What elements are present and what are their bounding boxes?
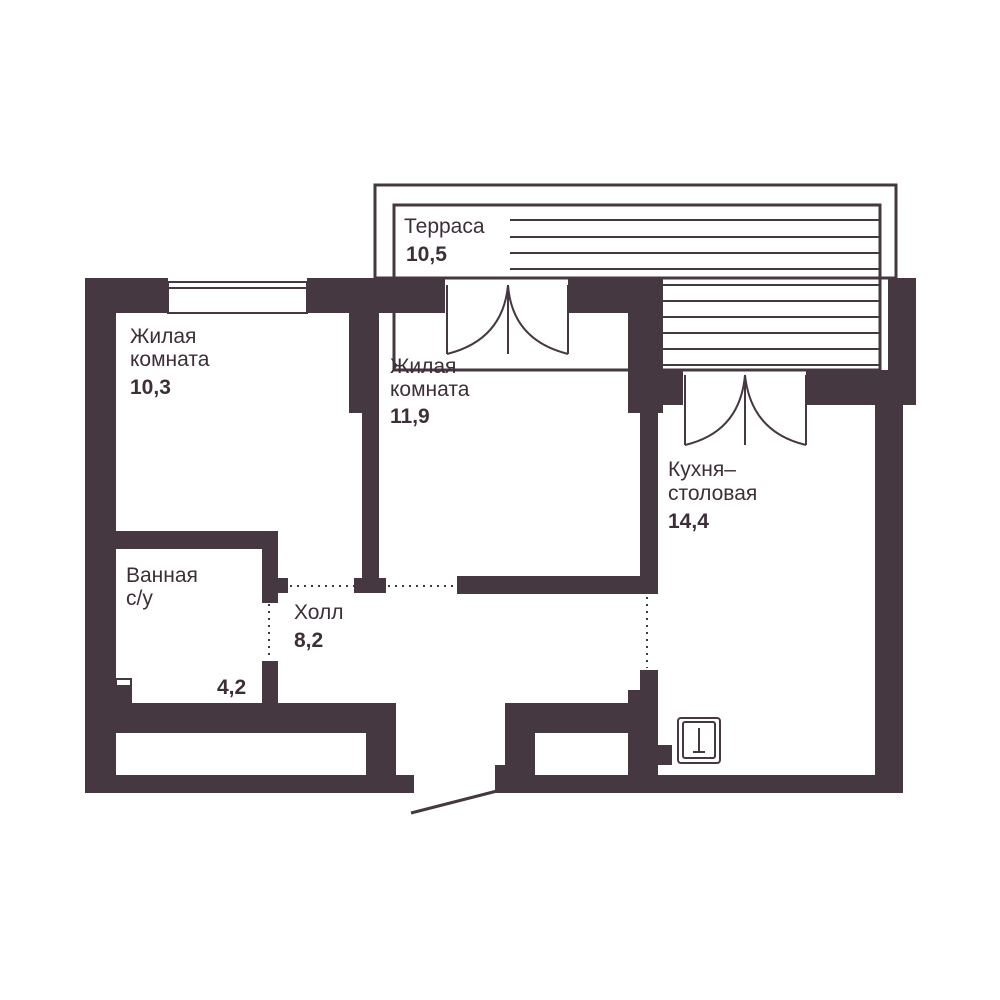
- hall-area: 8,2: [294, 629, 323, 652]
- bathroom-area: 4,2: [217, 676, 246, 699]
- label-hall: Холл 8,2: [294, 601, 344, 652]
- bathroom-name-line2: с/у: [126, 587, 153, 610]
- living-left-name-line2: комната: [130, 348, 210, 371]
- label-terrace: Терраса 10,5: [404, 215, 485, 266]
- zone-boundaries: [268, 585, 648, 668]
- living-center-area: 11,9: [390, 405, 430, 428]
- label-bathroom: Ванная с/у 4,2: [126, 564, 246, 699]
- kitchen-area: 14,4: [668, 510, 709, 533]
- kitchen-name-line1: Кухня–: [668, 458, 736, 481]
- windows: [167, 281, 308, 314]
- label-living-center: Жилая комната 11,9: [390, 355, 470, 428]
- living-center-name-line2: комната: [390, 378, 470, 401]
- kitchen-sink-icon: [677, 717, 721, 764]
- door-center-room: [446, 284, 569, 355]
- hall-name: Холл: [294, 601, 344, 624]
- living-left-name-line1: Жилая: [130, 325, 196, 348]
- living-left-area: 10,3: [130, 376, 171, 399]
- walls: [85, 278, 916, 793]
- entrance-door: [410, 789, 498, 815]
- terrace-area: 10,5: [406, 243, 447, 266]
- kitchen-name-line2: столовая: [668, 482, 757, 505]
- bathroom-name-line1: Ванная: [126, 564, 198, 587]
- living-center-name-line1: Жилая: [390, 355, 456, 378]
- door-kitchen: [684, 374, 807, 446]
- terrace-decking: [510, 219, 880, 366]
- label-living-left: Жилая комната 10,3: [130, 325, 210, 399]
- label-kitchen: Кухня– столовая 14,4: [668, 458, 757, 533]
- window-left-room: [167, 281, 308, 314]
- bathroom-vent: [115, 678, 132, 704]
- terrace-name: Терраса: [404, 215, 485, 238]
